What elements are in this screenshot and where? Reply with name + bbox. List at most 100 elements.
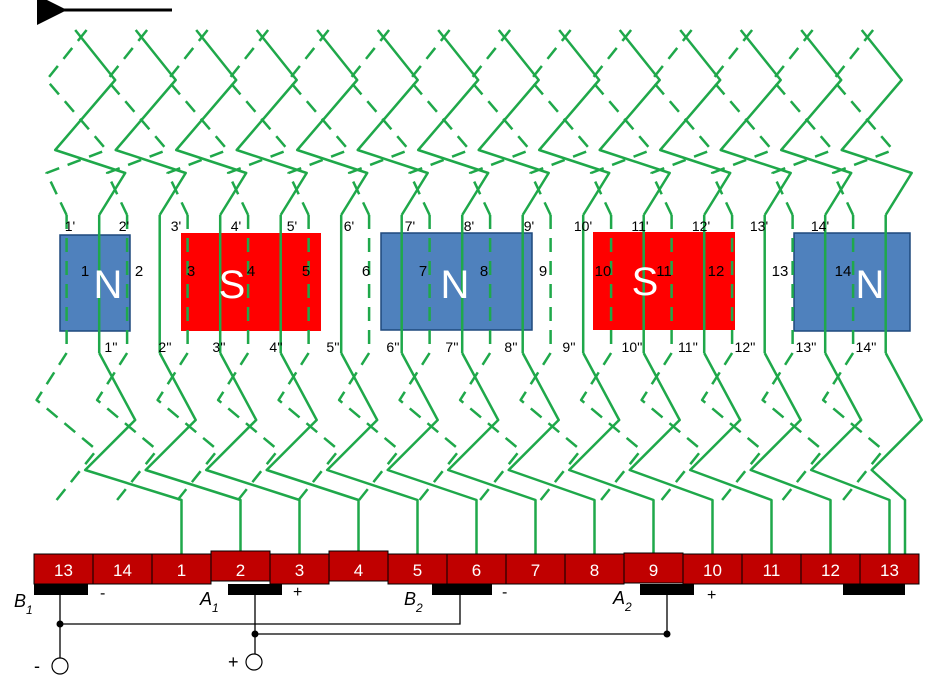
end-connection-top xyxy=(719,29,792,216)
end-connection-top xyxy=(537,29,611,216)
slot-number-10: 10 xyxy=(595,263,612,280)
slot-number-12: 12 xyxy=(708,263,725,280)
pole-letter: N xyxy=(441,263,470,307)
end-connection-bottom xyxy=(204,352,301,554)
terminal-sign: + xyxy=(228,652,239,672)
commutator-segment xyxy=(505,553,566,585)
end-connection-top xyxy=(840,29,913,216)
terminal-sign: - xyxy=(34,656,40,676)
wire-a1-a2 xyxy=(254,595,668,635)
slot-top-label: 7' xyxy=(405,218,415,234)
end-connection-bottom-dashed xyxy=(216,352,280,501)
brush-polarity-sign: - xyxy=(100,585,105,602)
end-connection-top xyxy=(779,29,853,216)
end-connection-top-dashed xyxy=(408,29,471,216)
brush xyxy=(228,584,282,595)
slot-number-8: 8 xyxy=(480,263,488,280)
commutator-segment xyxy=(741,553,802,585)
slot-top-label: 4' xyxy=(231,218,241,234)
slot-bottom-label: 5'' xyxy=(326,339,339,355)
junction-dot xyxy=(251,630,259,638)
end-connection-top xyxy=(114,29,187,216)
end-connection-top-dashed xyxy=(287,29,350,216)
slot-top-label: 2' xyxy=(119,218,129,234)
junction-dot xyxy=(56,620,64,628)
slot-bottom-label: 7'' xyxy=(445,339,458,355)
brush xyxy=(640,584,694,595)
brush-label: A2 xyxy=(612,588,632,614)
slot-number-5: 5 xyxy=(302,263,310,280)
end-connection-bottom-dashed xyxy=(519,352,582,501)
pole-letter: N xyxy=(856,263,885,307)
slot-top-label: 12' xyxy=(692,218,710,234)
junction-dot xyxy=(663,630,671,638)
brush xyxy=(34,584,88,595)
end-connection-top xyxy=(235,29,308,216)
slot-bottom-label: 14'' xyxy=(856,339,877,355)
brush-repeat xyxy=(843,584,905,595)
negative-terminal xyxy=(51,657,69,675)
slot-number-13: 13 xyxy=(772,263,789,280)
end-connection-bottom xyxy=(446,352,537,554)
slot-top-label: 3' xyxy=(171,218,181,234)
commutator-segment-label: 4 xyxy=(354,561,363,580)
end-connection-bottom xyxy=(628,352,714,554)
end-connection-top xyxy=(416,29,490,216)
end-connection-bottom xyxy=(83,352,183,554)
end-connection-bottom-dashed xyxy=(35,352,98,501)
slot-number-6: 6 xyxy=(362,263,370,280)
brush-polarity-sign: + xyxy=(293,584,302,601)
slot-bottom-label: 6'' xyxy=(386,339,399,355)
slot-bottom-label: 9'' xyxy=(562,339,575,355)
brush-polarity-sign: + xyxy=(707,587,716,604)
external-circuit: B1-A1+B2-A2+-+ xyxy=(14,584,905,676)
commutator-segment xyxy=(682,553,743,585)
commutator-segment-label: 9 xyxy=(649,561,658,580)
end-connection-bottom-dashed xyxy=(761,352,824,501)
pole-letter: S xyxy=(219,263,246,307)
brush-label: B2 xyxy=(404,589,423,615)
slot-number-3: 3 xyxy=(187,263,195,280)
slot-top-label: 6' xyxy=(344,218,354,234)
commutator-segment xyxy=(151,553,212,585)
commutator-segment xyxy=(387,553,448,585)
end-connection-bottom xyxy=(507,352,596,554)
commutator-segment-label: 6 xyxy=(472,561,481,580)
end-connection-top xyxy=(477,29,550,216)
end-connection-top xyxy=(598,29,671,216)
end-connection-bottom xyxy=(567,352,655,554)
slot-bottom-label: 13'' xyxy=(796,339,817,355)
end-connection-top-dashed xyxy=(166,29,229,216)
commutator-segment-label: 10 xyxy=(703,561,722,580)
end-connection-top-dashed xyxy=(831,29,895,216)
end-connection-bottom xyxy=(386,352,478,554)
commutator-segment-label: 13 xyxy=(54,561,73,580)
slot-bottom-label: 10'' xyxy=(622,339,643,355)
end-connection-bottom-dashed xyxy=(95,352,159,501)
slot-bottom-label: 3'' xyxy=(212,339,225,355)
end-connection-top xyxy=(295,29,369,216)
end-connection-bottom-dashed xyxy=(156,352,219,501)
commutator-segment-label: 8 xyxy=(590,561,599,580)
pole-3-north xyxy=(380,232,533,331)
brush-label: A1 xyxy=(199,589,219,615)
slot-top-label: 5' xyxy=(287,218,297,234)
end-connection-bottom-dashed xyxy=(821,352,885,501)
end-connection-bottom-dashed xyxy=(700,352,764,501)
end-connection-bottom xyxy=(325,352,419,554)
end-connection-top-dashed xyxy=(105,29,169,216)
end-connection-top xyxy=(356,29,429,216)
end-connection-top xyxy=(174,29,248,216)
slot-bottom-label: 4'' xyxy=(269,339,282,355)
end-connection-bottom-dashed xyxy=(398,352,461,501)
slot-top-label: 8' xyxy=(464,218,474,234)
commutator-segment-label: 13 xyxy=(880,561,899,580)
slot-number-7: 7 xyxy=(419,263,427,280)
end-connection-bottom-dashed xyxy=(337,352,401,501)
end-connection-bottom xyxy=(265,352,360,554)
slot-bottom-label: 2'' xyxy=(158,339,171,355)
end-connection-bottom-dashed xyxy=(458,352,522,501)
end-connection-top-dashed xyxy=(529,29,592,216)
